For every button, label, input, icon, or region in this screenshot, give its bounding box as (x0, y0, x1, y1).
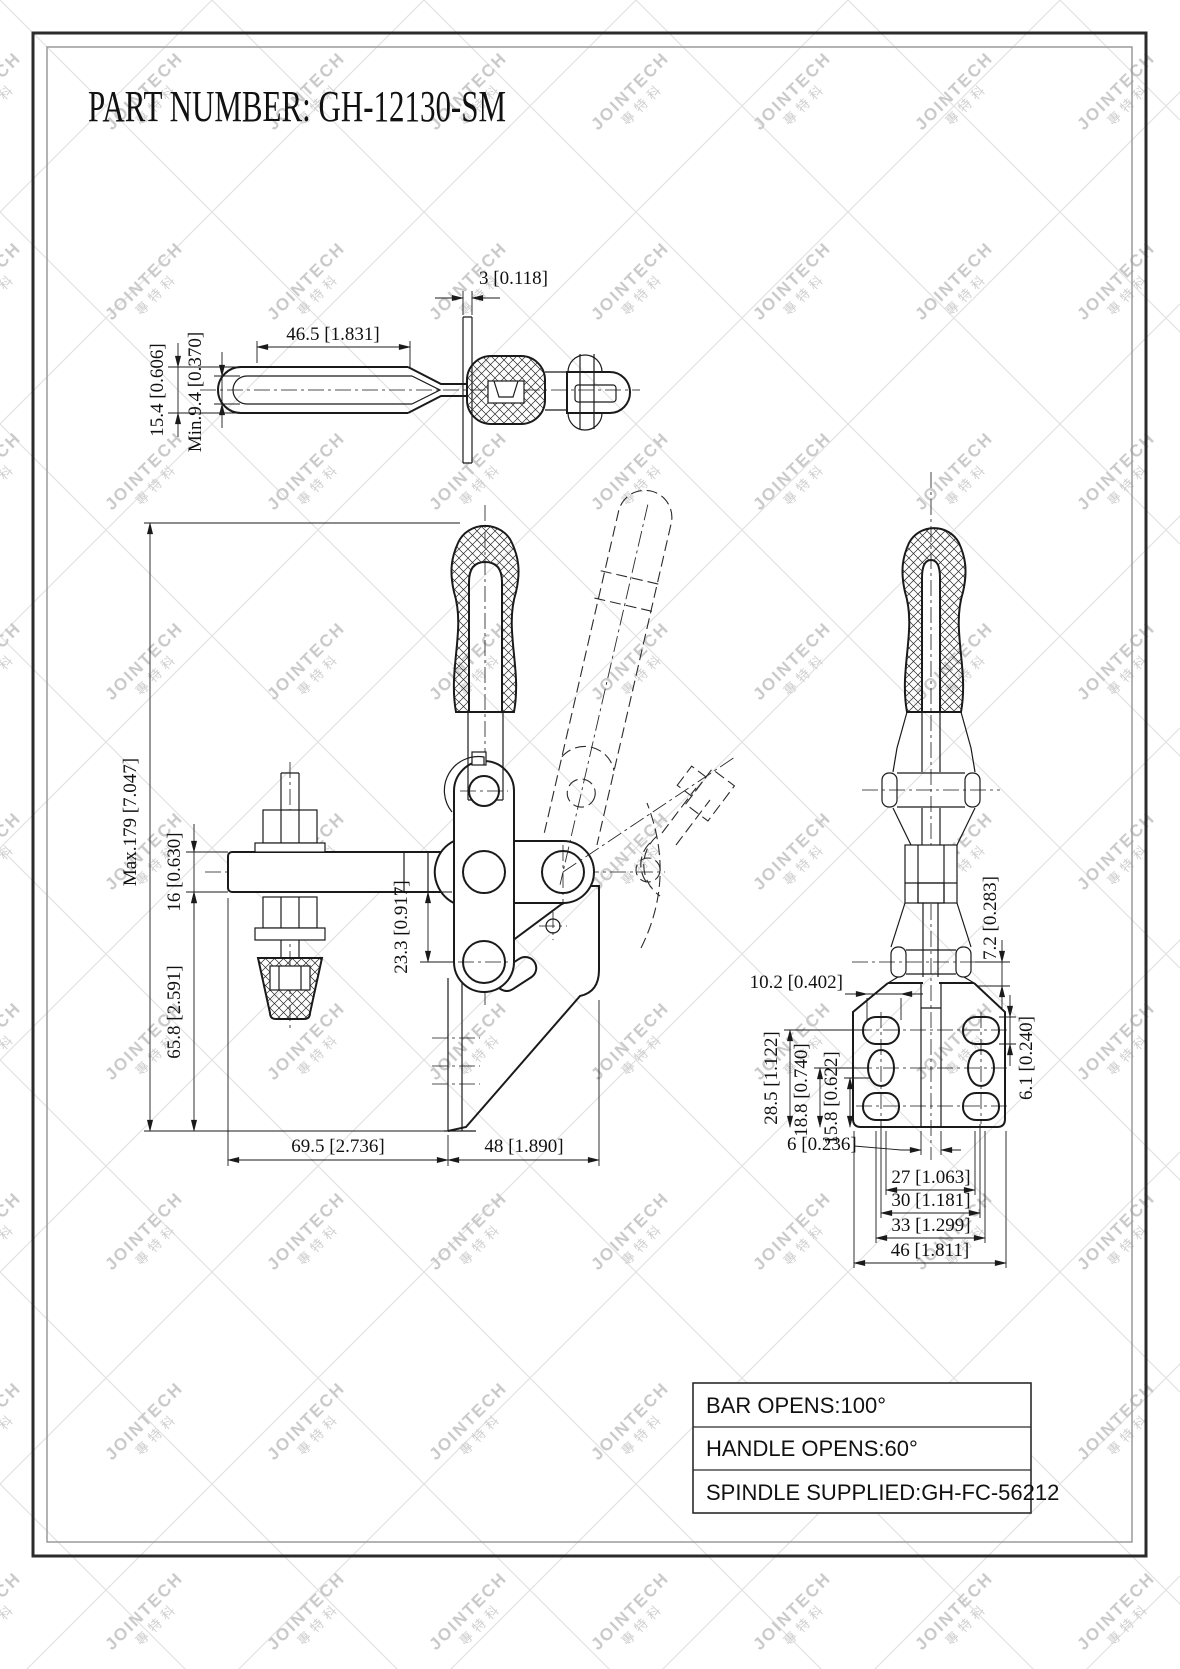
dim-span-inner: 27 [1.063] (891, 1167, 970, 1188)
dim-hole-height: 6.1 [0.240] (1016, 1016, 1037, 1100)
handle-grip-front (450, 524, 520, 713)
dim-row-mid: 18.8 [0.740] (791, 1043, 812, 1136)
spec-row-bar-opens: BAR OPENS:100° (706, 1393, 886, 1418)
border-inner (46, 46, 1133, 1543)
adjuster-block-side (904, 844, 958, 904)
phantom-open-position (543, 489, 736, 949)
toggle-linkage-front (433, 712, 595, 993)
mounting-base-side (852, 982, 1008, 1128)
dim-base-width: 46 [1.811] (891, 1240, 969, 1261)
spec-table: BAR OPENS:100° HANDLE OPENS:60° SPINDLE … (692, 1382, 1059, 1514)
lever-plate-top (462, 316, 473, 464)
dim-arm-reach: 69.5 [2.736] (291, 1136, 384, 1157)
spec-row-spindle: SPINDLE SUPPLIED:GH-FC-56212 (706, 1480, 1059, 1505)
spec-row-handle-opens: HANDLE OPENS:60° (706, 1436, 918, 1461)
side-view-dimensions: 10.2 [0.402] 7.2 [0.283] 6.1 [0.240] 28.… (750, 876, 1037, 1268)
dim-pivot-to-top: 7.2 [0.283] (980, 876, 1001, 960)
dim-bar-width: 15.4 [0.606] (147, 343, 168, 436)
side-view: 10.2 [0.402] 7.2 [0.283] 6.1 [0.240] 28.… (750, 472, 1037, 1268)
dim-overall-height: Max.179 [7.047] (120, 758, 141, 886)
dim-plate-thickness: 3 [0.118] (479, 268, 548, 289)
dim-slot-length: 46.5 [1.831] (286, 324, 379, 345)
top-view: 46.5 [1.831] 3 [0.118] 15.4 [0.606] Min.… (147, 268, 640, 464)
dim-base-run: 48 [1.890] (484, 1136, 563, 1157)
dim-hole-offset: 10.2 [0.402] (750, 972, 843, 993)
dim-row-top: 28.5 [1.122] (761, 1031, 782, 1124)
dim-row-low: 15.8 [0.622] (821, 1051, 842, 1144)
dim-slot-width: 6 [0.236] (787, 1134, 857, 1155)
top-view-dimensions: 46.5 [1.831] 3 [0.118] 15.4 [0.606] Min.… (147, 268, 548, 452)
border-outer (31, 31, 1148, 1558)
page-title: PART NUMBER: GH-12130-SM (88, 82, 506, 131)
dim-bar-height: 16 [0.630] (164, 832, 185, 911)
dim-span-outer: 33 [1.299] (891, 1215, 970, 1236)
handle-pivot-side (862, 772, 1000, 808)
pivot-boss-top (566, 371, 631, 414)
dim-pivot-drop: 23.3 [0.917] (391, 880, 412, 973)
dim-below-bar: 65.8 [2.591] (164, 965, 185, 1058)
handle-grip-side (901, 527, 967, 713)
spindle-assembly (254, 772, 326, 1020)
dim-slot-width: Min.9.4 [0.370] (185, 332, 206, 452)
front-view: Max.179 [7.047] 16 [0.630] 65.8 [2.591] … (120, 489, 736, 1166)
clamp-bar (227, 851, 461, 893)
bar-pivot-side (852, 946, 1012, 978)
dim-span-centers: 30 [1.181] (891, 1190, 970, 1211)
front-view-dimensions: Max.179 [7.047] 16 [0.630] 65.8 [2.591] … (120, 521, 601, 1166)
